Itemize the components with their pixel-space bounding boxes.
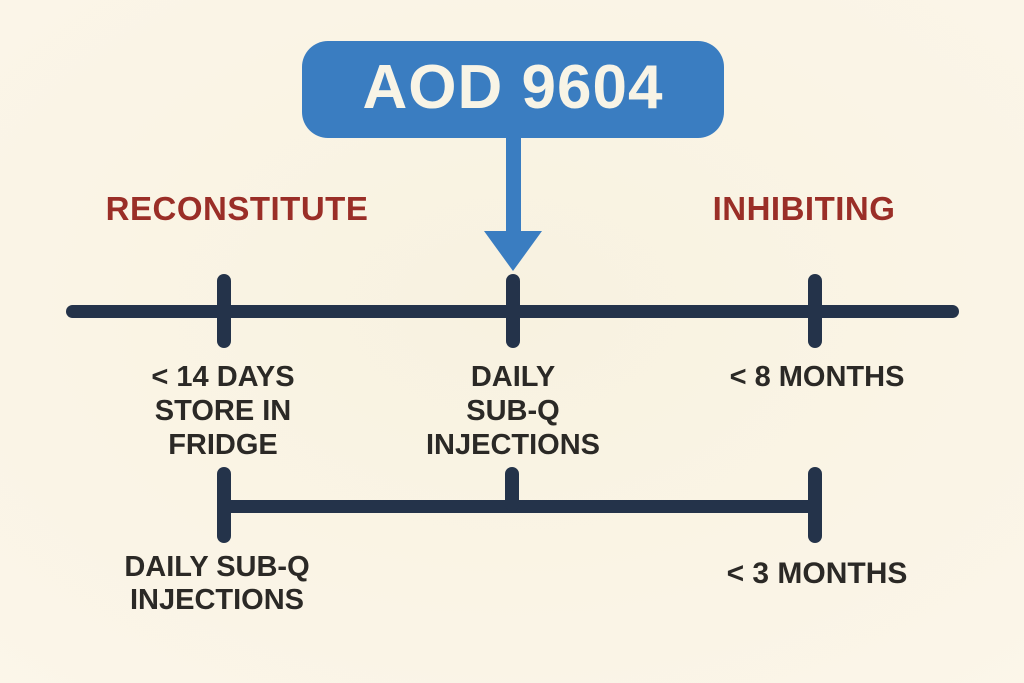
caption-daily-subq-injections-top: DAILY SUB-Q INJECTIONS	[393, 360, 633, 462]
caption-line: < 14 DAYS	[151, 361, 295, 393]
caption-line: DAILY SUB-Q	[124, 551, 310, 583]
caption-line: INJECTIONS	[425, 429, 601, 461]
caption-line: INJECTIONS	[129, 584, 305, 616]
top-timeline-tick-3	[808, 274, 822, 348]
page-title: AOD 9604	[362, 53, 664, 122]
bottom-timeline-endbar-right	[808, 467, 822, 543]
down-arrow-stem	[506, 137, 521, 234]
top-timeline-tick-2	[506, 274, 520, 348]
caption-line: FRIDGE	[168, 429, 278, 461]
caption-line: STORE IN	[154, 395, 292, 427]
caption-3-months: < 3 MONTHS	[697, 557, 937, 591]
caption-daily-subq-injections-bottom: DAILY SUB-Q INJECTIONS	[87, 551, 347, 617]
bottom-timeline-tick-middle	[505, 467, 519, 511]
caption-line: SUB-Q	[466, 395, 560, 427]
top-timeline-tick-1	[217, 274, 231, 348]
caption-line: < 3 MONTHS	[726, 557, 908, 590]
phase-label-inhibiting: INHIBITING	[712, 190, 896, 227]
caption-8-months: < 8 MONTHS	[697, 360, 937, 394]
caption-store-in-fridge: < 14 DAYS STORE IN FRIDGE	[103, 360, 343, 462]
bottom-timeline-endbar-left	[217, 467, 231, 543]
down-arrow-icon	[484, 231, 542, 271]
caption-line: < 8 MONTHS	[729, 361, 905, 393]
title-banner: AOD 9604	[302, 41, 724, 138]
bottom-timeline-line	[224, 500, 816, 513]
phase-label-reconstitute: RECONSTITUTE	[105, 190, 369, 227]
caption-line: DAILY	[470, 361, 556, 393]
